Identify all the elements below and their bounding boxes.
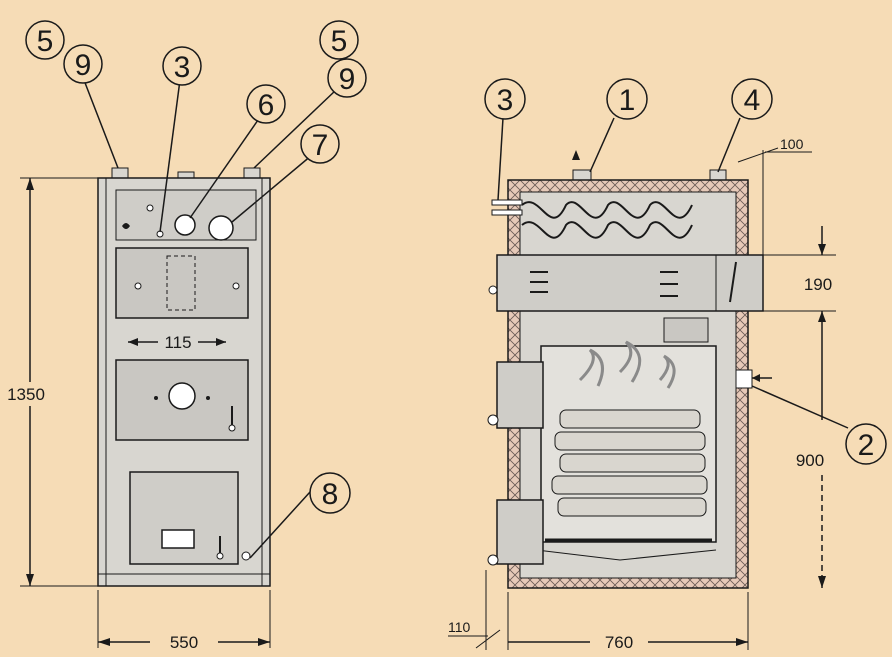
dim-side-depth: 760 (605, 633, 633, 652)
front-upper-door (115, 247, 249, 319)
callout-front-5: 5 (37, 25, 54, 58)
dim-chimney-height: 190 (804, 275, 832, 294)
front-drain-valve-8 (241, 551, 251, 561)
side-heat-exchanger (521, 201, 693, 219)
side-upper-door (496, 361, 544, 429)
side-view: 100 190 900 760 110 3 1 (448, 78, 887, 652)
callout-front-7: 7 (312, 129, 329, 162)
callout-side-1: 1 (619, 84, 636, 117)
front-top-fitting-left (111, 167, 129, 179)
dim-front-width: 550 (170, 633, 198, 652)
dim-height: 1350 (7, 385, 45, 404)
callout-front-5b: 5 (331, 25, 348, 58)
front-top-fitting-right (243, 167, 261, 179)
front-gauge-6 (174, 214, 196, 236)
side-ash-door (496, 499, 544, 565)
dim-inner-width: 115 (164, 333, 191, 352)
callout-front-6: 6 (258, 89, 275, 122)
front-ash-door (129, 471, 239, 565)
dim-foot-offset: 110 (448, 619, 471, 635)
callout-side-3: 3 (497, 84, 514, 117)
callout-side-2: 2 (858, 429, 875, 462)
callout-front-3: 3 (174, 51, 191, 84)
dim-inlet-height: 900 (796, 451, 824, 470)
callout-side-4: 4 (744, 84, 761, 117)
dim-insulation: 100 (780, 136, 804, 152)
front-view: 115 1350 550 (2, 20, 367, 652)
callout-front-9b: 9 (339, 63, 356, 96)
callout-front-8: 8 (322, 478, 339, 511)
front-gauge-7 (208, 215, 234, 241)
callout-front-9: 9 (75, 49, 92, 82)
side-flames (578, 340, 676, 389)
side-firewood (551, 409, 708, 517)
